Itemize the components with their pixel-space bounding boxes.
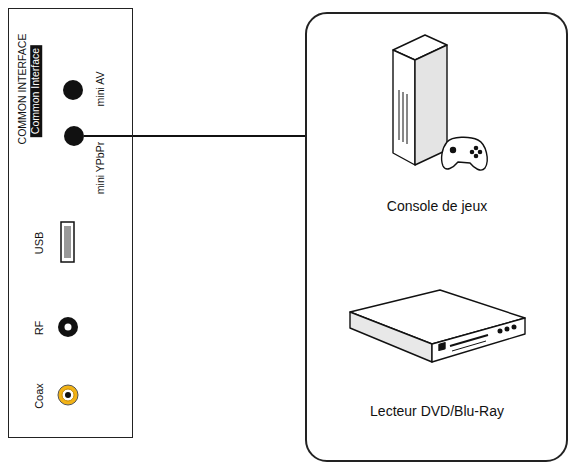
- port-label: Common Interface: [30, 45, 42, 137]
- port-label: mini AV: [95, 72, 107, 107]
- usb-port: [61, 222, 74, 262]
- av-port: [63, 80, 83, 100]
- device-label: Console de jeux: [387, 199, 487, 214]
- port-label: Coax: [33, 383, 45, 409]
- port-circle: mini YPbPr: [64, 126, 84, 146]
- port-label: USB: [33, 232, 45, 255]
- tv-panel: COMMON INTERFACECommon Interface mini AV U…: [8, 8, 133, 438]
- cable-line: [84, 136, 305, 137]
- dvd-player: [350, 290, 525, 362]
- device-box: Console de jeuxLecteur DVD/Blu-Ray: [305, 12, 568, 462]
- coax-port: [58, 385, 78, 405]
- port-label: mini YPbPr: [95, 142, 107, 194]
- game-console: [393, 35, 487, 170]
- port-label: RF: [33, 321, 45, 336]
- rf-port: [58, 317, 78, 337]
- port-label: COMMON INTERFACE: [17, 34, 29, 145]
- device-label: Lecteur DVD/Blu-Ray: [370, 404, 504, 419]
